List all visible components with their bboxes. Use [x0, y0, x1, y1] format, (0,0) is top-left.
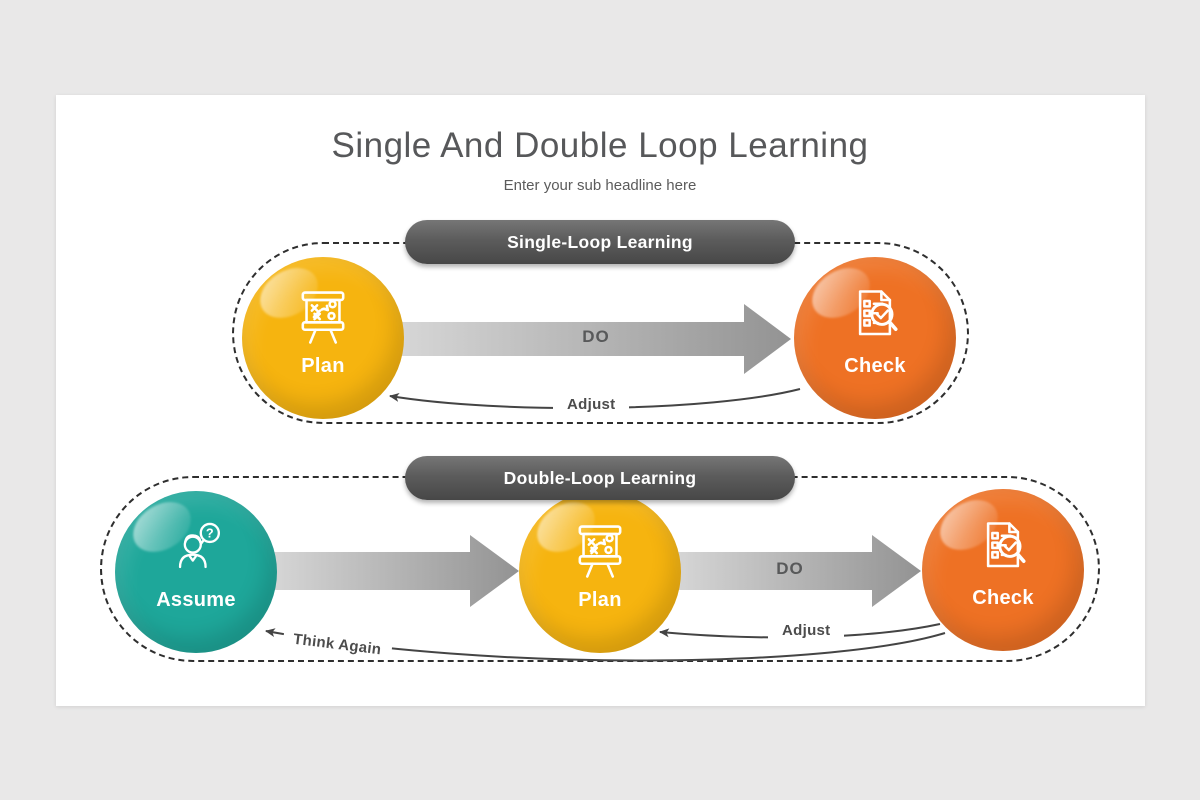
- do-label-single: DO: [582, 327, 610, 346]
- node-label: Assume: [156, 589, 236, 611]
- node-plan-single: Plan: [242, 257, 404, 419]
- do-label-double: DO: [776, 559, 804, 578]
- page-subtitle: Enter your sub headline here: [503, 177, 697, 194]
- node-assume-double: ? Assume: [115, 491, 277, 653]
- strategy-board-icon: [301, 291, 345, 344]
- node-label: Check: [844, 355, 906, 377]
- node-check-single: Check: [794, 257, 956, 419]
- node-label: Plan: [578, 589, 622, 611]
- node-label: Plan: [301, 355, 345, 377]
- adjust-label-double: Adjust: [768, 622, 845, 639]
- checklist-magnifier-icon: [858, 290, 898, 336]
- single-loop-header: Single-Loop Learning: [405, 220, 795, 264]
- page-title: Single And Double Loop Learning: [331, 126, 869, 165]
- strategy-board-icon: [578, 525, 622, 578]
- node-check-double: Check: [922, 489, 1084, 651]
- thinking-person-icon: ?: [178, 522, 221, 569]
- node-label: Check: [972, 587, 1034, 609]
- node-plan-double: Plan: [519, 491, 681, 653]
- checklist-magnifier-icon: [986, 522, 1026, 568]
- adjust-label-single: Adjust: [553, 396, 630, 413]
- double-loop-header: Double-Loop Learning: [405, 456, 795, 500]
- svg-text:?: ?: [206, 526, 214, 541]
